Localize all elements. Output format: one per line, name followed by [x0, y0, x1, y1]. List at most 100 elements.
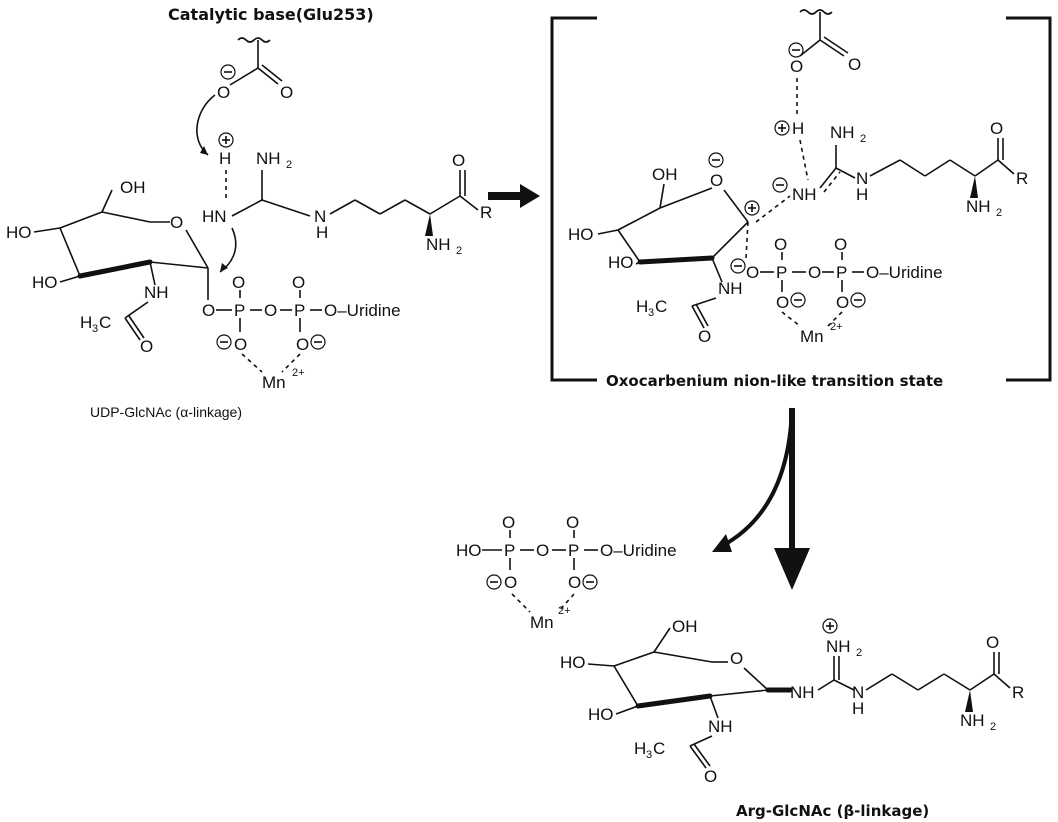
atom-label: NH — [790, 683, 815, 702]
bond-line — [993, 673, 1011, 689]
bond-line — [261, 199, 311, 217]
bond-line — [745, 221, 749, 259]
atom-label: H — [792, 119, 804, 138]
bond-line — [869, 159, 901, 177]
bond-line — [899, 159, 926, 177]
catalytic-base-label: Catalytic base(Glu253) — [168, 5, 374, 24]
atom-label: NH — [708, 717, 733, 736]
atom-label: O — [280, 83, 293, 102]
atom-label: HO — [6, 223, 32, 242]
atom-label: O — [140, 337, 153, 356]
atom-label: HO — [32, 273, 58, 292]
bond-line — [823, 171, 841, 193]
atom-label: C — [653, 739, 665, 758]
atom-label: O — [834, 235, 847, 254]
atom-label: NH — [792, 185, 817, 204]
atom-label: 2 — [996, 207, 1002, 219]
atom-label: 2 — [860, 133, 866, 145]
bond-line — [781, 311, 801, 327]
bond-line — [101, 189, 113, 213]
bond-line — [659, 183, 665, 209]
bond-line — [689, 745, 707, 769]
bond-line — [149, 261, 156, 286]
bond-line — [721, 407, 794, 548]
bond-line — [653, 627, 671, 653]
bond-line — [723, 189, 749, 223]
bond-line — [404, 199, 431, 215]
bond-line — [799, 139, 809, 181]
atom-label: P — [234, 301, 245, 320]
bond-line — [689, 735, 713, 747]
wavy-bond — [237, 37, 271, 43]
atom-label: 2 — [856, 647, 862, 659]
product-label: Arg-GlcNAc (β-linkage) — [736, 802, 929, 820]
atom-label: HO — [608, 253, 634, 272]
atom-label: O — [790, 57, 803, 76]
atom-label: 3 — [92, 323, 98, 335]
bond-line — [711, 221, 749, 259]
atom-label: 2 — [286, 159, 292, 171]
bond-line — [379, 199, 406, 215]
arg-glcnac-product: OH O HO HO NH O H 3 C NH NH 2 N H — [560, 617, 1024, 820]
udp-mn-byproduct: HO P O O P O O–Uridine O O Mn 2+ — [456, 513, 677, 632]
atom-label: NH — [960, 711, 985, 730]
bond-line — [149, 261, 209, 269]
atom-label: O — [836, 293, 849, 312]
bond-line — [865, 673, 893, 691]
atom-label: O — [776, 293, 789, 312]
bond-line — [59, 275, 81, 283]
bond-line — [891, 673, 919, 691]
electron-arrow — [196, 94, 216, 156]
atom-label: H — [634, 739, 646, 758]
bond-line — [833, 679, 855, 691]
bond-line — [511, 593, 531, 613]
atom-label: O — [217, 83, 230, 102]
bond-line — [659, 187, 713, 209]
transition-state-structure: Oxocarbenium nion-like transition state … — [550, 9, 1052, 390]
bond-line — [709, 695, 719, 719]
bond-line — [693, 743, 711, 767]
bond-line — [257, 67, 279, 85]
atom-label: 2 — [990, 721, 996, 733]
atom-label: 3 — [648, 307, 654, 319]
bond-line — [943, 673, 971, 691]
bond-line — [615, 705, 639, 715]
atom-label: R — [1016, 169, 1028, 188]
bond-line — [77, 259, 153, 279]
atom-label: NH — [426, 235, 451, 254]
bond-line — [241, 353, 263, 373]
bond-line — [974, 159, 999, 177]
bond-line — [425, 214, 433, 236]
atom-label: O — [774, 235, 787, 254]
atom-label: NH — [718, 279, 743, 298]
atom-label: O — [808, 263, 821, 282]
substrate-label: UDP-GlcNAc (α-linkage) — [90, 404, 242, 420]
bond-line — [124, 317, 141, 341]
atom-label: NH — [256, 149, 281, 168]
atom-label: P — [776, 263, 787, 282]
bond-line — [827, 311, 843, 327]
bond-line — [709, 689, 769, 697]
atom-label: O — [170, 213, 183, 232]
bond-line — [124, 301, 149, 319]
reaction-arrow-right — [488, 184, 540, 208]
atom-label: HO — [560, 653, 586, 672]
bond-line — [969, 673, 995, 691]
atom-label: O — [502, 513, 515, 532]
bond-line — [823, 36, 849, 54]
atom-label: O — [452, 151, 465, 170]
bond-line — [970, 176, 978, 198]
atom-label: R — [480, 203, 492, 222]
atom-label: P — [836, 263, 847, 282]
bond-line — [965, 690, 973, 712]
bond-line — [101, 211, 151, 223]
atom-label: HO — [588, 705, 614, 724]
atom-label: O — [990, 119, 1003, 138]
atom-label: O — [698, 327, 711, 346]
bond-line — [819, 39, 845, 57]
bond-line — [712, 534, 732, 552]
bond-line — [597, 229, 619, 235]
atom-label: N — [314, 207, 326, 226]
atom-label: NH — [966, 197, 991, 216]
atom-label: O — [504, 573, 517, 592]
